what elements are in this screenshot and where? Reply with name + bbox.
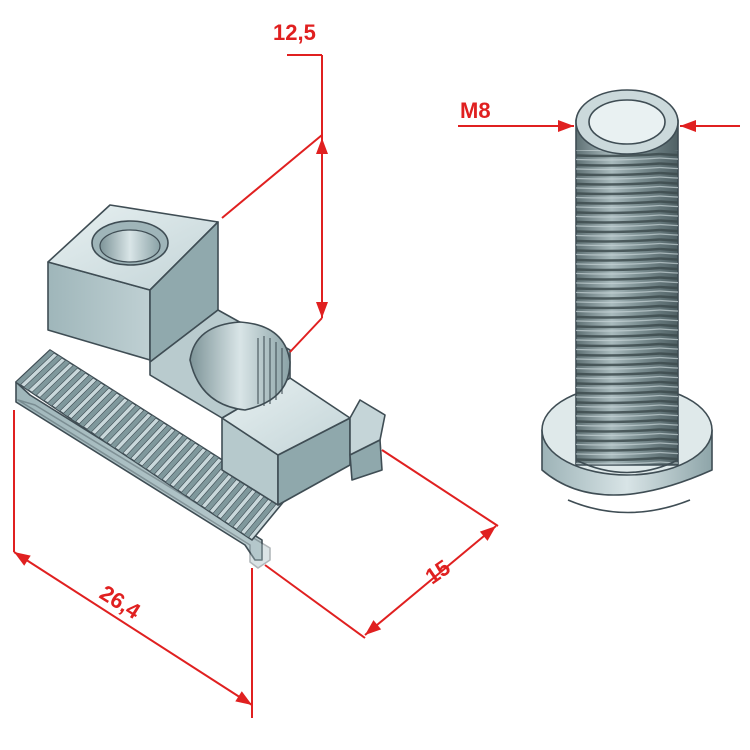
extension-height-bottom [289,317,323,353]
arrow-thread-right [680,120,696,132]
extension-width-right [381,449,499,527]
arrow-height-bottom [316,302,328,318]
arrow-height-top [316,138,328,154]
dimension-thread-label: M8 [460,98,491,123]
arrow-width-top [479,526,496,541]
dimension-length-label: 26,4 [95,580,145,624]
dimension-height-label: 12,5 [273,20,316,45]
arrow-length-right [235,691,252,705]
arrow-thread-left [558,120,574,132]
dimension-line-length [13,551,253,706]
dimension-line-width [364,525,497,636]
extension-height-top [221,134,323,219]
arrow-length-left [14,552,31,566]
m8-screw-icon [541,89,713,514]
serration-teeth [15,349,282,539]
t-slot-nut-icon [15,204,386,569]
dimension-lines [13,54,740,718]
arrow-width-bottom [365,620,382,635]
extension-width-left [264,564,366,639]
